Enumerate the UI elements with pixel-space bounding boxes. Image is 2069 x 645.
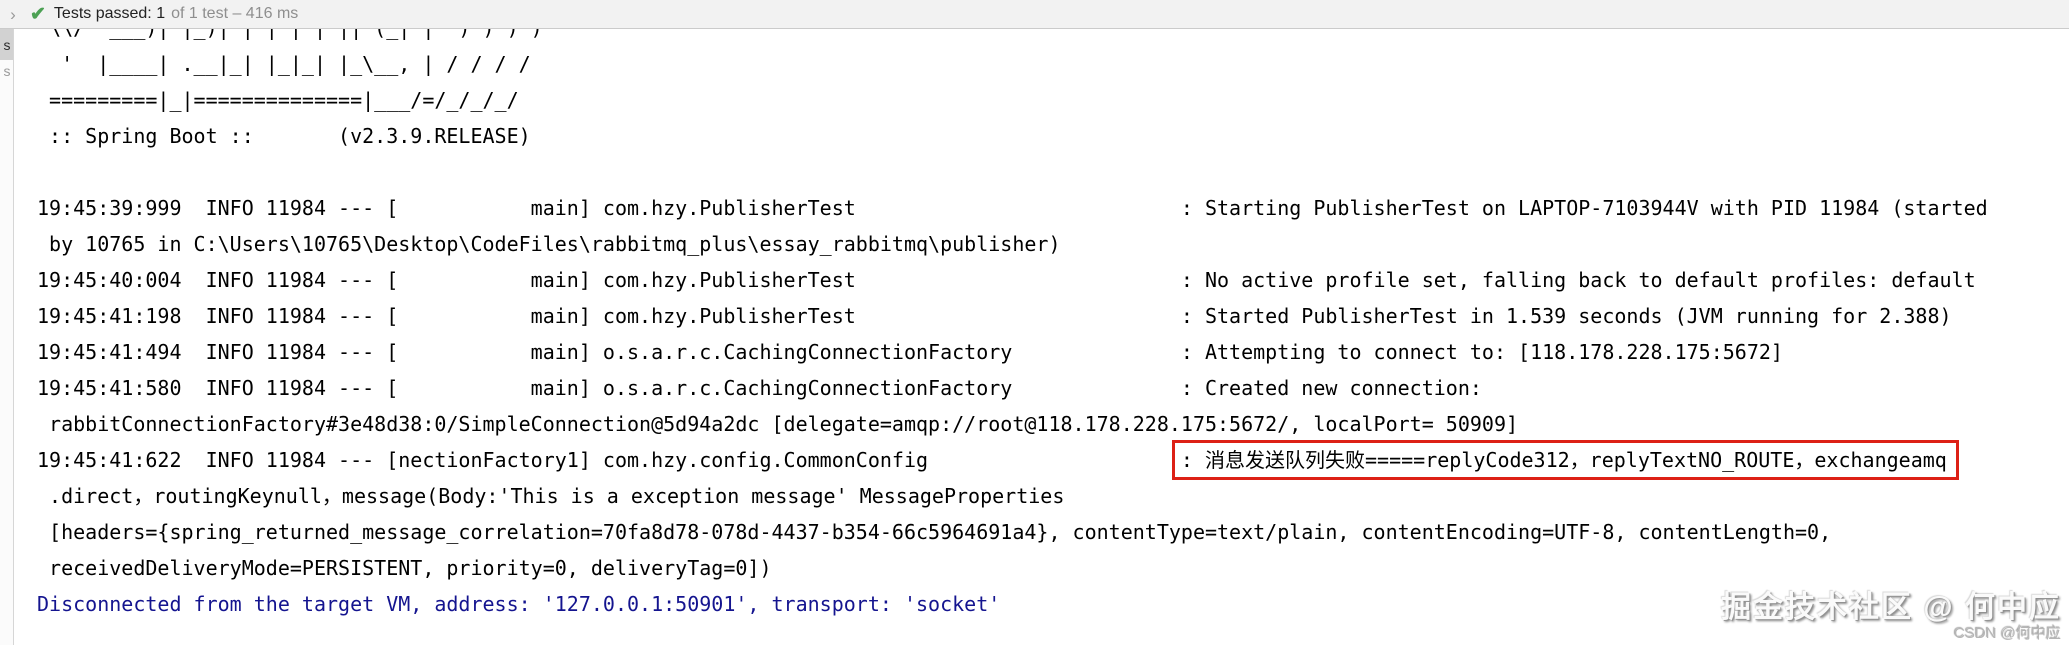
console-output-pane[interactable]: \\/ ___)| |_)| | | | | || (_| | ) ) ) ) … [0,29,2069,645]
console-lines: \\/ ___)| |_)| | | | | || (_| | ) ) ) ) … [0,29,2069,622]
console-line: 19:45:41:622 INFO 11984 --- [nectionFact… [37,440,2069,480]
console-line: 19:45:41:198 INFO 11984 --- [ main] com.… [37,304,1952,328]
tool-window-button[interactable] [0,29,13,60]
stripe-label[interactable]: s [3,37,11,53]
error-annotation-box: : 消息发送队列失败=====replyCode312，replyTextNO_… [1171,440,1959,480]
console-line: .direct，routingKeynull，message(Body:'Thi… [37,484,1065,508]
console-line [37,154,2069,190]
tests-passed-check-icon: ✔ [30,3,46,25]
console-line: 19:45:41:580 INFO 11984 --- [ main] o.s.… [37,376,1482,400]
chevron-right-icon[interactable]: › [10,4,16,24]
test-status-bar: › ✔ Tests passed: 1 of 1 test – 416 ms [0,0,2069,29]
console-line: 19:45:41:494 INFO 11984 --- [ main] o.s.… [37,340,1783,364]
tool-window-stripe: s s [0,29,14,645]
console-line: by 10765 in C:\Users\10765\Desktop\CodeF… [37,232,1061,256]
console-line: :: Spring Boot :: (v2.3.9.RELEASE) [37,124,531,148]
stripe-label[interactable]: s [3,63,11,79]
console-line: Disconnected from the target VM, address… [37,592,1001,616]
tests-passed-label: Tests passed: 1 [53,5,166,22]
console-line: [headers={spring_returned_message_correl… [37,520,1832,544]
console-line: =========|_|==============|___/=/_/_/_/ [37,88,519,112]
console-line: receivedDeliveryMode=PERSISTENT, priorit… [37,556,772,580]
console-line: \\/ ___)| |_)| | | | | || (_| | ) ) ) ) [37,29,2069,46]
tests-duration-label: of 1 test – 416 ms [171,5,299,22]
console-line: 19:45:40:004 INFO 11984 --- [ main] com.… [37,268,1976,292]
console-line: rabbitConnectionFactory#3e48d38:0/Simple… [37,412,1519,436]
console-line: 19:45:39:999 INFO 11984 --- [ main] com.… [37,196,1988,220]
console-line: ' |____| .__|_| |_|_| |_\__, | / / / / [37,52,531,76]
